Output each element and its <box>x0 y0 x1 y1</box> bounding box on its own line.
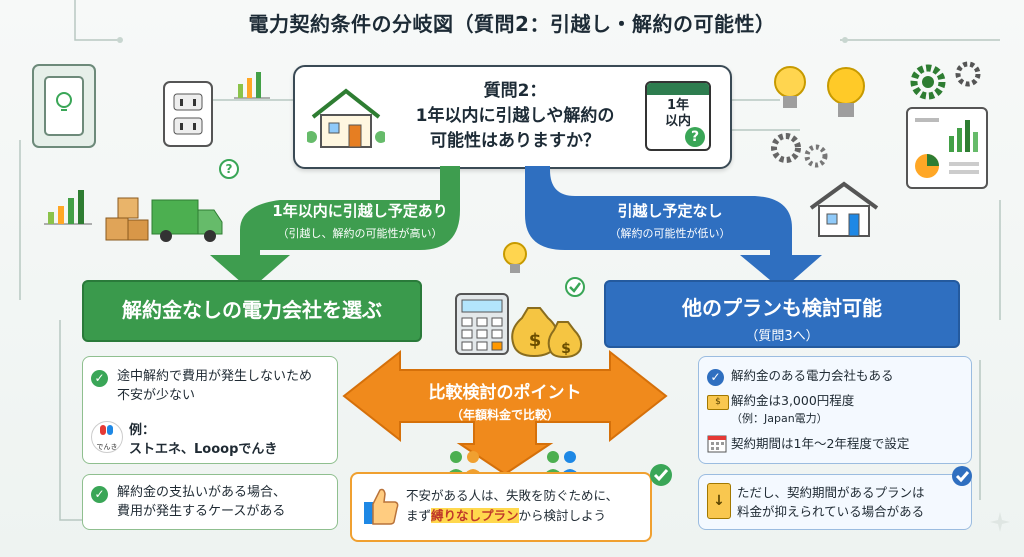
gear-icon <box>910 61 981 100</box>
svg-text:?: ? <box>226 162 233 176</box>
question-box: 質問2： 1年以内に引越しや解約の 可能性はありますか？ 1年 以内 ? <box>293 65 732 169</box>
tip-line-1: 不安がある人は、失敗を防ぐために、 <box>406 488 619 503</box>
tip-text: 不安がある人は、失敗を防ぐために、 まず縛りなしプランから検討しよう <box>406 486 646 526</box>
dashboard-icon <box>906 107 988 189</box>
check-icon: ✓ <box>91 369 108 388</box>
left-branch-sub: （引越し、解約の可能性が高い） <box>277 227 443 240</box>
light-switch-icon <box>32 64 96 148</box>
denki-logo: でんき <box>91 421 123 453</box>
left-card-1: ✓ 途中解約で費用が発生しないため 不安が少ない でんき 例： ストエネ、Loo… <box>82 356 338 464</box>
question-line-2: 1年以内に引越しや解約の <box>415 106 615 126</box>
thumbs-up-icon <box>364 488 399 525</box>
right-card-1: ✓ 解約金のある電力会社もある $ 解約金は3,000円程度 （例：Japan電… <box>698 356 972 464</box>
calendar-small-icon <box>707 435 727 453</box>
left-card-2: ✓ 解約金の支払いがある場合、 費用が発生するケースがある <box>82 474 338 530</box>
mini-chart-icon <box>234 72 270 99</box>
right-card-2-text: ただし、契約期間があるプランは 料金が抑えられている場合がある <box>737 483 967 521</box>
left-card-1-text: 途中解約で費用が発生しないため 不安が少ない <box>117 367 331 405</box>
check-icon-2: ✓ <box>91 485 108 504</box>
calendar-text: 1年 以内 <box>664 98 691 129</box>
house-right-icon <box>809 181 879 237</box>
example-label: 例： <box>129 423 156 438</box>
sparkle-icon <box>990 512 1010 532</box>
lightbulb-icon <box>774 66 865 117</box>
comparison-sub: （年額料金で比較） <box>450 408 559 422</box>
left-card-1-line-1: 途中解約で費用が発生しないため <box>117 369 313 384</box>
right-card-2-line-1: ただし、契約期間があるプランは <box>737 485 925 500</box>
moving-truck-icon <box>105 197 223 242</box>
idea-bulb-icon <box>503 242 527 273</box>
right-card-2: ↓ ただし、契約期間があるプランは 料金が抑えられている場合がある <box>698 474 972 530</box>
comparison-arrow <box>342 349 668 476</box>
right-branch-sub: （解約の可能性が低い） <box>609 227 731 240</box>
right-check-icon <box>952 466 972 486</box>
money-icon: $ <box>707 395 729 410</box>
money-bag-symbol-1: $ <box>529 330 542 351</box>
question-icon: ? <box>219 159 239 179</box>
left-card-1-line-2: 不安が少ない <box>117 388 196 403</box>
right-branch-label: 引越し予定なし （解約の可能性が低い） <box>565 200 775 241</box>
calendar-header <box>647 83 709 95</box>
right-arrow <box>525 166 822 290</box>
left-branch-main: 1年以内に引越し予定あり <box>272 202 448 220</box>
outlet-icon <box>163 81 213 147</box>
right-card-2-line-2: 料金が抑えられている場合がある <box>737 504 925 519</box>
price-down-icon: ↓ <box>707 483 731 519</box>
left-arrow <box>210 166 460 290</box>
calendar-icon: 1年 以内 ? <box>645 81 711 151</box>
comparison-label: 比較検討のポイント <box>428 383 582 403</box>
tip-pre: まず <box>406 508 432 523</box>
tip-check-icon <box>650 464 672 486</box>
calculator-icon <box>455 293 509 355</box>
money-bag-symbol-2: $ <box>561 341 571 357</box>
money-bag-icon: $ $ <box>511 307 583 358</box>
right-item-2-line-2: （例：Japan電力） <box>731 412 828 425</box>
bar-chart-icon <box>44 190 92 225</box>
question-line-1: 質問2： <box>483 81 547 101</box>
right-result-title: 他のプランも検討可能 <box>682 296 882 320</box>
tip-highlight: 縛りなしプラン <box>431 508 519 523</box>
left-card-2-text: 解約金の支払いがある場合、 費用が発生するケースがある <box>117 483 331 521</box>
right-item-3: 契約期間は1年〜2年程度で設定 <box>731 436 910 451</box>
right-result-subtitle: （質問3へ） <box>745 329 819 344</box>
check-small-icon <box>565 277 585 297</box>
tip-box: 不安がある人は、失敗を防ぐために、 まず縛りなしプランから検討しよう <box>350 472 652 542</box>
left-card-2-line-1: 解約金の支払いがある場合、 <box>117 485 287 500</box>
calendar-question-badge: ? <box>685 127 705 147</box>
example-text: ストエネ、Looopでんき <box>129 442 278 457</box>
left-card-2-line-2: 費用が発生するケースがある <box>117 504 286 519</box>
right-item-1: 解約金のある電力会社もある <box>731 368 894 383</box>
page-title: 電力契約条件の分岐図（質問2：引越し・解約の可能性） <box>248 12 776 36</box>
denki-logo-text: でんき <box>96 443 118 451</box>
left-branch-label: 1年以内に引越し予定あり （引越し、解約の可能性が高い） <box>255 200 465 241</box>
tip-line-2: まず縛りなしプランから検討しよう <box>406 506 646 526</box>
left-result-title: 解約金なしの電力会社を選ぶ <box>82 280 422 342</box>
tip-post: から検討しよう <box>518 508 607 523</box>
house-icon <box>307 88 385 148</box>
comparison-label-box: 比較検討のポイント （年額料金で比較） <box>400 378 610 423</box>
right-result-box: 他のプランも検討可能 （質問3へ） <box>604 280 960 348</box>
check-blue-icon: ✓ <box>707 367 724 386</box>
question-line-3: 可能性はありますか？ <box>430 131 600 151</box>
right-item-2-line-1: 解約金は3,000円程度 <box>731 393 855 408</box>
question-text: 質問2： 1年以内に引越しや解約の 可能性はありますか？ <box>395 79 635 154</box>
right-branch-main: 引越し予定なし <box>617 202 723 220</box>
gears-icon <box>771 133 828 168</box>
